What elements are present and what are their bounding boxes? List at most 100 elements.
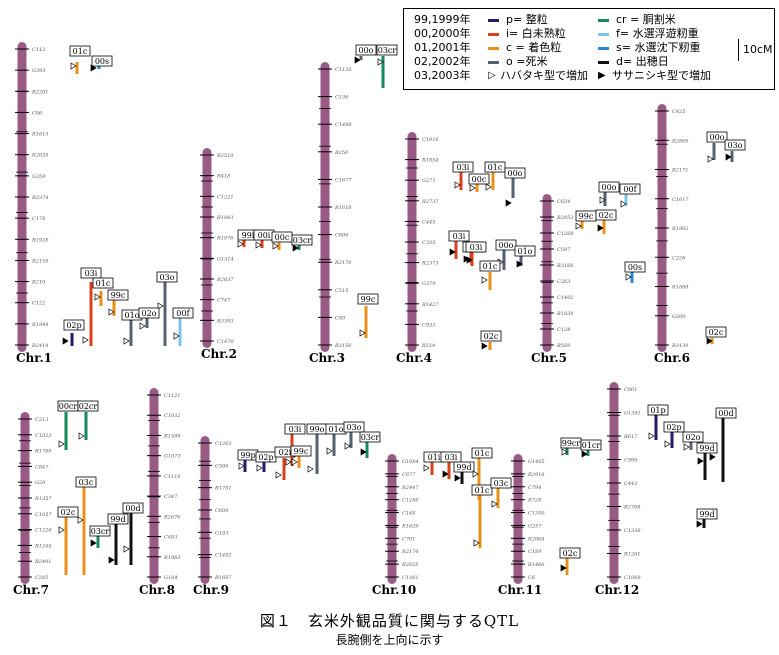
- qtl-label: 01cr: [582, 441, 601, 450]
- open-triangle-icon: [275, 471, 282, 479]
- qtl-label-box: [440, 451, 462, 463]
- qtl-label: 02o: [686, 433, 701, 442]
- chromosome-name: Chr.12: [595, 583, 639, 597]
- marker-label: R2625: [401, 562, 419, 568]
- open-triangle-icon: [238, 462, 245, 470]
- marker-label: R1261: [623, 552, 641, 558]
- qtl-label-box: [77, 400, 99, 412]
- qtl-label: 03i: [85, 269, 98, 278]
- qtl-label-box: [89, 525, 111, 537]
- marker-label: C597: [557, 247, 571, 253]
- qtl-label-box: [453, 461, 475, 473]
- qtl-label: 01o: [518, 247, 533, 256]
- qtl-label: 99p: [240, 451, 255, 460]
- trait-swatch: [488, 47, 499, 50]
- chromosome-name: Chr.10: [372, 583, 416, 597]
- marker-label: C1221: [217, 194, 234, 200]
- open-triangle-icon: [599, 196, 606, 204]
- marker-label: C6: [528, 575, 536, 581]
- open-triangle-icon: [683, 443, 690, 451]
- qtl-label-box: [465, 241, 487, 253]
- marker-label: R2159: [31, 258, 49, 264]
- qtl-label: 03o: [347, 423, 362, 432]
- qtl-label: 03cr: [91, 527, 110, 536]
- qtl-label: 02c: [484, 332, 499, 341]
- qtl-label: 99cr: [562, 439, 581, 448]
- marker-label: R1589: [163, 433, 181, 439]
- marker-label: R2401: [34, 559, 52, 565]
- marker-label: C933: [422, 322, 435, 328]
- open-triangle-icon: [377, 58, 384, 66]
- qtl-label: 03i: [289, 425, 302, 434]
- marker-label: G393: [32, 68, 46, 74]
- marker-label: C1069: [624, 575, 641, 581]
- marker-label: C1492: [215, 553, 232, 559]
- chromosome-name: Chr.1: [16, 351, 52, 365]
- marker-label: R2510: [216, 153, 234, 159]
- qtl-label-box: [63, 319, 85, 331]
- open-triangle-icon: [173, 332, 180, 340]
- marker-label: R1466: [527, 562, 545, 568]
- qtl-label: 02i: [279, 448, 292, 457]
- marker-label: C112: [32, 47, 45, 53]
- marker-label: C445: [422, 219, 435, 225]
- marker-label: C1226: [35, 528, 52, 534]
- qtl-label-box: [471, 447, 493, 459]
- filled-triangle-icon: [697, 457, 704, 465]
- qtl-label-box: [479, 260, 501, 272]
- open-triangle-icon: [108, 308, 115, 316]
- open-triangle-icon: [344, 442, 351, 450]
- open-triangle-icon: [423, 464, 430, 472]
- qtl-label: 00s: [95, 57, 109, 66]
- trait-label: cr = 胴割米: [616, 13, 676, 26]
- qtl-label: 03cr: [361, 433, 380, 442]
- marker-label: R2201: [31, 89, 49, 95]
- open-triangle-icon: [237, 240, 244, 248]
- marker-label: G1391: [624, 411, 641, 417]
- marker-label: C1470: [217, 339, 234, 345]
- marker-label: R2064: [527, 536, 545, 542]
- filled-triangle-icon: [581, 450, 588, 458]
- qtl-label-box: [705, 326, 727, 338]
- open-triangle-icon: [664, 440, 671, 448]
- chromosome-bar: [542, 194, 552, 352]
- filled-triangle-icon: [360, 448, 367, 456]
- qtl-label: 00o: [602, 183, 617, 192]
- legend-year: 02,2002年: [414, 55, 471, 68]
- qtl-label: 99c: [579, 212, 594, 221]
- marker-label: C335: [422, 240, 435, 246]
- filled-triangle-icon: [516, 260, 523, 268]
- marker-label: R1962: [671, 226, 689, 232]
- qtl-label: 01p: [650, 406, 665, 415]
- open-triangle-icon: [359, 329, 366, 337]
- filled-triangle-icon: [463, 255, 470, 263]
- marker-label: G20: [35, 480, 46, 486]
- legend-year: 01,2001年: [414, 41, 471, 54]
- marker-label: C1488: [335, 122, 352, 128]
- chromosome-name: Chr.9: [193, 583, 229, 597]
- qtl-label-box: [107, 513, 129, 525]
- qtl-label: 00o: [508, 169, 523, 178]
- open-triangle-icon: [256, 464, 263, 472]
- qtl-label-box: [696, 508, 718, 520]
- marker-label: C1336: [624, 528, 641, 534]
- open-triangle-icon: [255, 241, 262, 249]
- qtl-label: 00d: [125, 504, 140, 513]
- marker-label: R1613: [31, 132, 49, 138]
- qtl-label-box: [57, 506, 79, 518]
- filled-triangle-icon: [696, 520, 703, 528]
- qtl-label-box: [715, 407, 737, 419]
- qtl-label: 00o: [359, 46, 374, 55]
- marker-label: R2918: [527, 472, 545, 478]
- open-triangle-icon: [157, 302, 164, 310]
- marker-label: R2635: [31, 153, 49, 159]
- open-triangle-icon: [469, 184, 476, 192]
- qtl-label: 02c: [61, 508, 76, 517]
- open-triangle-icon: [307, 465, 314, 473]
- qtl-label-box: [138, 307, 160, 319]
- marker-label: R1854: [421, 158, 439, 164]
- marker-label: C483: [164, 535, 177, 541]
- marker-label: C1263: [215, 441, 232, 447]
- qtl-label-box: [359, 431, 381, 443]
